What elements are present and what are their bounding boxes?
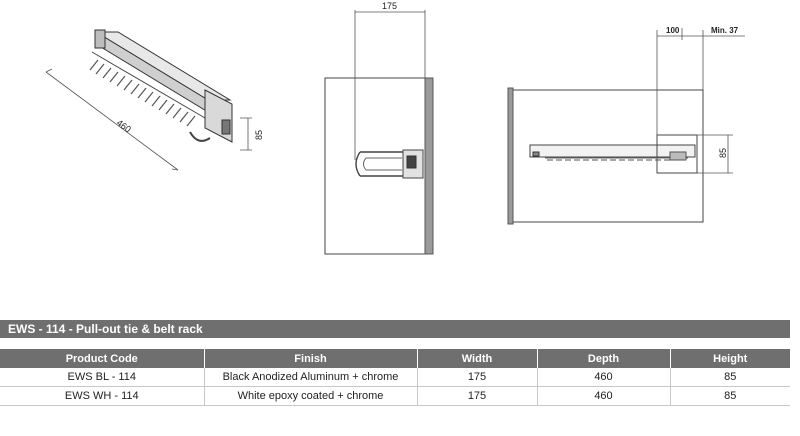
side-height-label: 85	[718, 148, 728, 158]
header-width: Width	[417, 349, 538, 368]
table-header-row: Product Code Finish Width Depth Height	[0, 349, 790, 368]
cell-depth: 460	[537, 368, 671, 387]
technical-drawings: 460 85 175 100 Min.	[45, 1, 745, 255]
header-depth: Depth	[537, 349, 671, 368]
cell-finish: White epoxy coated + chrome	[204, 386, 418, 406]
side-offset-label: 100	[666, 26, 680, 35]
header-height: Height	[670, 349, 790, 368]
product-spec-table: Product Code Finish Width Depth Height E…	[0, 349, 790, 406]
front-view	[324, 10, 434, 255]
front-width-label: 175	[382, 1, 397, 11]
cell-width: 175	[417, 386, 538, 406]
cell-width: 175	[417, 368, 538, 387]
cell-product-code: EWS BL - 114	[0, 368, 205, 387]
iso-height-label: 85	[254, 130, 264, 140]
side-view	[507, 28, 745, 225]
isometric-view	[45, 29, 252, 171]
table-row: EWS WH - 114 White epoxy coated + chrome…	[0, 386, 790, 406]
side-min-label: Min. 37	[711, 26, 739, 35]
cell-product-code: EWS WH - 114	[0, 386, 205, 406]
header-product-code: Product Code	[0, 349, 205, 368]
product-title-bar: EWS - 114 - Pull-out tie & belt rack	[0, 320, 790, 338]
table-row: EWS BL - 114 Black Anodized Aluminum + c…	[0, 368, 790, 387]
iso-length-label: 460	[115, 118, 133, 135]
cell-height: 85	[670, 368, 790, 387]
header-finish: Finish	[204, 349, 418, 368]
cell-depth: 460	[537, 386, 671, 406]
cell-finish: Black Anodized Aluminum + chrome	[204, 368, 418, 387]
cell-height: 85	[670, 386, 790, 406]
